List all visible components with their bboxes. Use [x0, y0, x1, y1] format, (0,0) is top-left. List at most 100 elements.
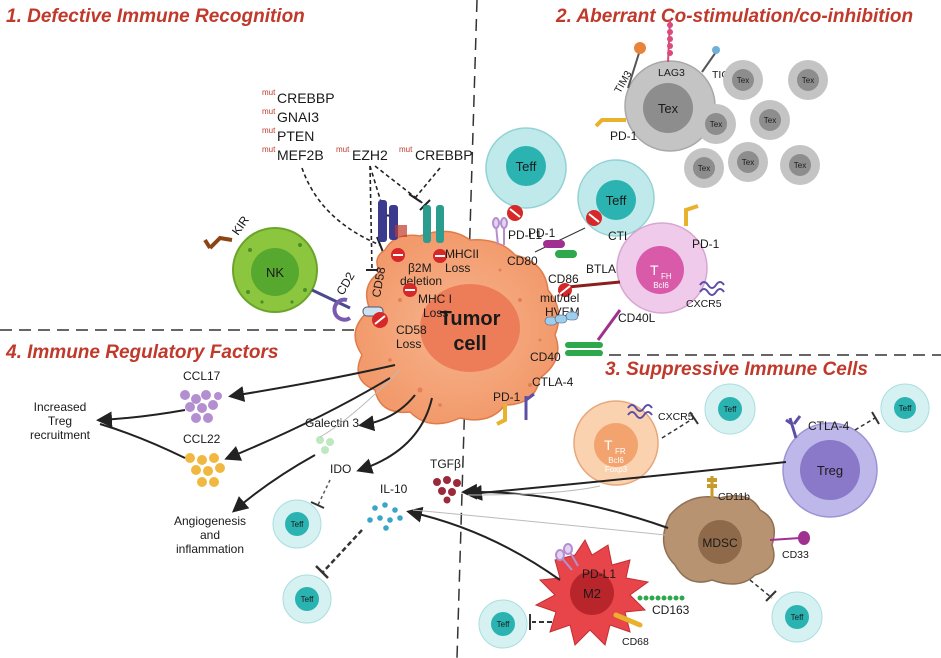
ido-label: IDO	[330, 462, 351, 476]
mhc1-inhibit-icon	[403, 283, 417, 297]
tex-small-label: Tex	[710, 120, 722, 129]
teff-label: Teff	[497, 620, 511, 629]
treg-recruit-line1: Increased	[34, 400, 87, 414]
treg-recruit-line3: recruitment	[30, 428, 91, 442]
tex-small-label: Tex	[794, 161, 806, 170]
ido-inhibit-line	[317, 479, 331, 506]
gene-pten: PTEN	[277, 128, 314, 144]
teff-cell-q4-upper	[272, 499, 322, 549]
cd80-cd86-receptors	[534, 227, 586, 258]
quadrant-3-title: 3. Suppressive Immune Cells	[605, 359, 868, 380]
tfh-pd1-receptor	[684, 204, 699, 226]
lag3-receptor	[667, 19, 673, 63]
teff-cell-upper-left	[485, 127, 567, 209]
galectin-label: Galectin 3	[305, 416, 359, 430]
teff-label: Teff	[291, 520, 305, 529]
cd2-receptor	[311, 288, 352, 322]
cd2-label: CD2	[333, 269, 357, 297]
gene-crebbp-2: CREBBP	[415, 147, 473, 163]
m2-pdl1-receptor	[555, 543, 579, 571]
pdl1-receptor	[492, 217, 508, 246]
gene-gnai3: GNAI3	[277, 109, 319, 125]
tex-small-cell	[750, 100, 790, 140]
teff-label: Teff	[791, 613, 805, 622]
teff-label: Teff	[301, 595, 315, 604]
tfr-cxcr5-receptor	[627, 404, 653, 419]
mut-prefix: mut	[262, 107, 276, 116]
cd40-cd40l-receptors	[565, 309, 622, 356]
cxcr5-label: CXCR5	[686, 298, 722, 310]
tfr-cell	[573, 400, 659, 486]
tfr-cxcr5-label: CXCR5	[658, 411, 694, 423]
btla-label: BTLA	[586, 262, 616, 276]
mhc1-loss-line2: Loss	[423, 306, 448, 320]
tfr-label-sub: FR	[615, 447, 626, 456]
teff-label: Teff	[606, 193, 627, 208]
m2-label: M2	[583, 586, 601, 601]
nk-cell	[232, 227, 318, 313]
cd33-receptor	[769, 531, 810, 545]
tex-small-label: Tex	[764, 116, 776, 125]
treg-ctla4-receptor	[785, 415, 802, 439]
b2m-line1: β2M	[408, 261, 432, 275]
tumor-ctla4-label: CTLA-4	[532, 375, 574, 389]
mut-prefix: mut	[262, 88, 276, 97]
il10-inhibit-line	[322, 529, 363, 573]
teff-cell-q4-lower	[282, 574, 332, 624]
tumor-speckles	[388, 253, 542, 407]
pdl1-label: PD-L1	[508, 228, 542, 242]
tfr-inhibit-line	[661, 417, 695, 439]
tgfb-label: TGFβ	[430, 457, 461, 471]
tex-pd1-receptor	[594, 118, 626, 128]
treg-recruit-line2: Treg	[48, 414, 72, 428]
ccl17-label: CCL17	[183, 369, 221, 383]
tgfb-cluster	[433, 476, 461, 504]
cd80-label: CD80	[507, 254, 538, 268]
tfr-label-main: T	[604, 437, 613, 453]
lag3-label: LAG3	[658, 67, 685, 79]
gene-ezh2: EZH2	[352, 147, 388, 163]
pd1-label: PD-1	[528, 226, 556, 240]
tex-small-cell	[696, 104, 736, 144]
tumor-pd1-receptor	[496, 404, 507, 426]
mut-prefix: mut	[399, 145, 413, 154]
treg-ctla4-label: CTLA-4	[808, 419, 850, 433]
teff-cell-q3-bottom	[771, 591, 823, 643]
tex-cell-main	[624, 60, 716, 152]
il10-cluster	[367, 502, 403, 531]
teff-label: Teff	[899, 404, 913, 413]
tumor-pd1-label: PD-1	[493, 390, 521, 404]
hvem-label-line1: mut/del	[540, 291, 579, 305]
mdsc-inhibit-line	[749, 579, 773, 599]
quadrant-4-title: 4. Immune Regulatory Factors	[5, 342, 278, 363]
mhc1-receptor	[378, 200, 407, 262]
tex-pd1-label: PD-1	[610, 129, 638, 143]
cd86-label: CD86	[548, 272, 579, 286]
cd163-label: CD163	[652, 603, 690, 617]
tigit-receptor	[701, 46, 720, 73]
kir-receptor	[203, 235, 233, 250]
tex-small-cell	[780, 145, 820, 185]
nk-label: NK	[266, 265, 284, 280]
tex-small-cell	[788, 60, 828, 100]
galectin-cluster	[316, 436, 334, 454]
m2-nucleus	[570, 571, 614, 615]
treg-label: Treg	[817, 463, 843, 478]
cxcr5-receptor	[699, 281, 725, 296]
tex-small-label: Tex	[742, 158, 754, 167]
il10-label: IL-10	[380, 482, 408, 496]
mdsc-nucleus	[698, 520, 742, 564]
gene-crebbp: CREBBP	[277, 90, 335, 106]
cd58-loss-line1: CD58	[396, 323, 427, 337]
cd11b-label: CD11b	[718, 491, 750, 503]
ido-inhibit-bar	[310, 501, 325, 509]
tex-small-label: Tex	[737, 76, 749, 85]
tumor-ctla4-receptor	[524, 392, 535, 420]
angio-line3: inflammation	[176, 542, 244, 556]
teff-cell-q3-right	[880, 383, 930, 433]
tumor-label-line1: Tumor	[440, 308, 501, 330]
teff-label: Teff	[724, 405, 738, 414]
tfr-foxp3: Foxp3	[605, 465, 628, 474]
ctla4-inhibit-icon	[586, 210, 602, 226]
